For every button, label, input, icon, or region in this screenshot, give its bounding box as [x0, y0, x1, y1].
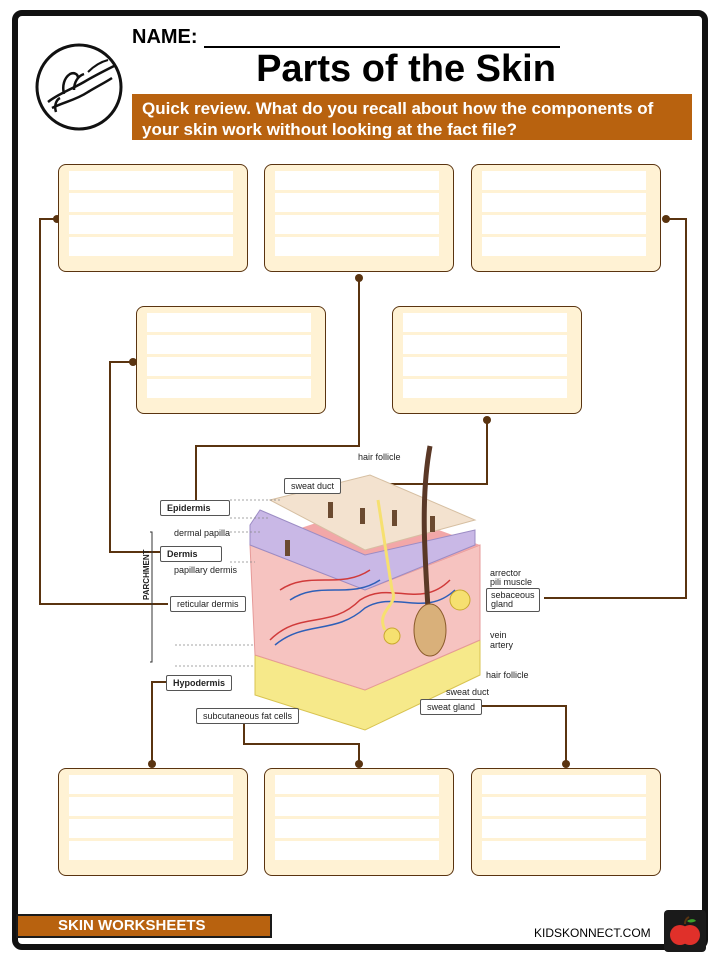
label-reticular-dermis: reticular dermis — [170, 596, 246, 612]
answer-box-bottom-right[interactable] — [471, 768, 661, 876]
label-dermis: Dermis — [160, 546, 222, 562]
answer-box-top-left[interactable] — [58, 164, 248, 272]
page-title: Parts of the Skin — [256, 48, 556, 90]
worksheet-badge: SKIN WORKSHEETS — [16, 914, 272, 938]
label-parchment: PARCHMENT — [142, 549, 151, 600]
label-sweat-duct-bottom: sweat duct — [446, 687, 490, 697]
skin-cross-section-illustration — [150, 445, 481, 731]
label-pili-muscle: pili muscle — [490, 577, 533, 587]
label-hair-follicle-bottom: hair follicle — [486, 670, 529, 680]
name-field[interactable] — [204, 46, 560, 48]
label-gland: gland — [491, 599, 514, 609]
label-papillary-dermis: papillary dermis — [174, 565, 238, 575]
label-hair-follicle-top: hair follicle — [358, 452, 401, 462]
label-artery: artery — [490, 640, 514, 650]
label-dermal-papilla: dermal papilla — [174, 528, 231, 538]
label-vein: vein — [490, 630, 507, 640]
label-arrector: arrector — [490, 568, 522, 578]
label-epidermis: Epidermis — [160, 500, 230, 516]
site-url: KIDSKONNECT.COM — [534, 926, 651, 940]
label-sebaceous-gland: sebaceous gland — [486, 588, 540, 612]
label-subcutaneous-fat-cells: subcutaneous fat cells — [196, 708, 300, 724]
label-sebaceous: sebaceous — [491, 590, 535, 600]
review-prompt: Quick review. What do you recall about h… — [132, 94, 692, 140]
answer-box-bottom-middle[interactable] — [264, 768, 454, 876]
answer-box-top-right[interactable] — [471, 164, 661, 272]
label-sweat-gland: sweat gland — [420, 699, 483, 715]
answer-box-mid-right[interactable] — [392, 306, 582, 414]
answer-box-top-middle[interactable] — [264, 164, 454, 272]
label-sweat-duct-top: sweat duct — [284, 478, 342, 494]
hand-touching-skin-icon — [35, 43, 123, 131]
answer-box-bottom-left[interactable] — [58, 768, 248, 876]
answer-box-mid-left[interactable] — [136, 306, 326, 414]
name-label: NAME: — [132, 26, 198, 48]
apple-icon — [664, 910, 706, 952]
label-hypodermis: Hypodermis — [166, 675, 233, 691]
